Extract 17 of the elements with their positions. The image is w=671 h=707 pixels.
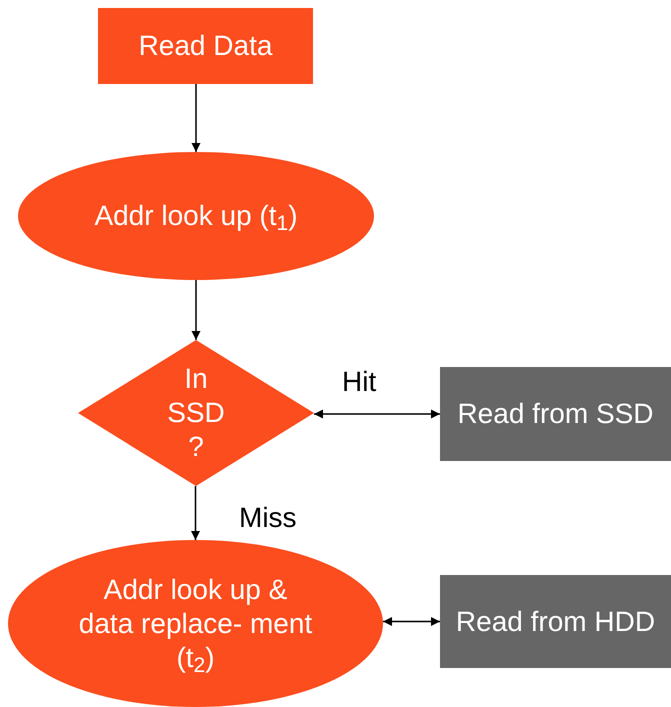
process-ellipse [18,152,374,280]
process-box [440,367,671,461]
node-text: Addr look up (t$_{1}$) [94,199,298,233]
node-text: Read Data [138,29,272,63]
node-text: Read from HDD [456,604,656,638]
arrow [314,410,440,418]
arrow [191,486,200,540]
arrow [192,84,200,152]
decision-diamond [78,340,314,486]
process-ellipse [8,540,383,707]
arrow [192,280,200,340]
arrow [383,617,440,626]
process-box [98,8,313,84]
node-text: In SSD ? [166,362,226,464]
node-text: Addr look up & data replace- ment (t$_{2}$) [78,572,314,674]
node-text: Read from SSD [457,397,654,431]
process-box [440,575,671,668]
